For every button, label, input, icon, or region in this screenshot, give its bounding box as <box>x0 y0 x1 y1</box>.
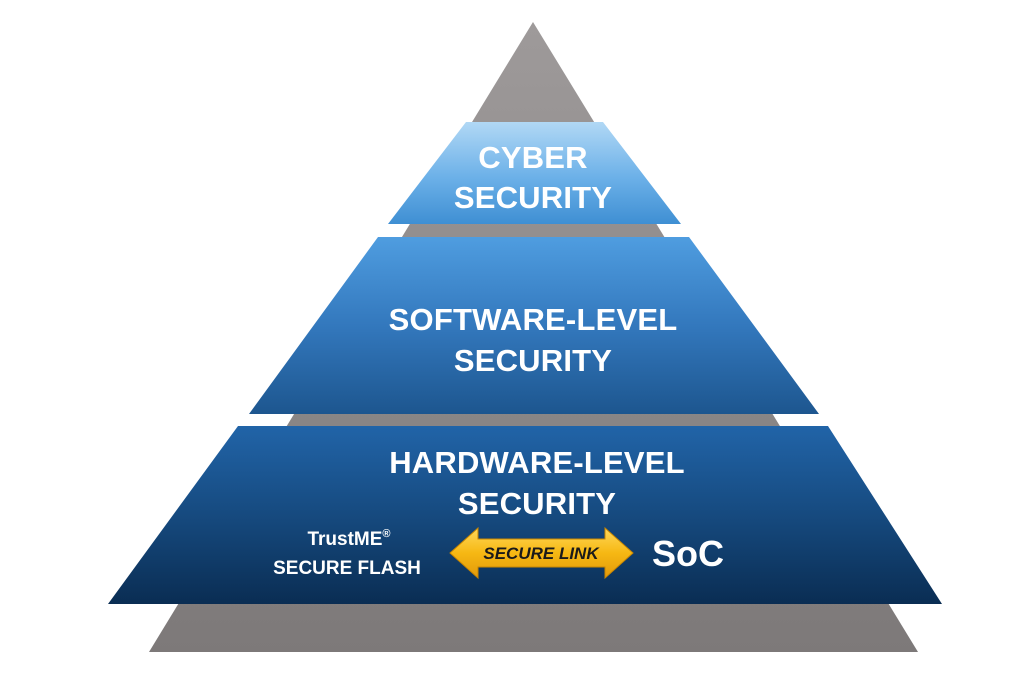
tier-software-title-line1: SOFTWARE-LEVEL <box>389 302 678 337</box>
registered-mark: ® <box>382 528 390 540</box>
trustme-flash-label-line2: SECURE FLASH <box>273 558 421 579</box>
soc-label: SoC <box>652 533 724 574</box>
secure-link-label: SECURE LINK <box>483 544 600 563</box>
tier-hardware-title-line1: HARDWARE-LEVEL <box>389 445 685 480</box>
tier-cyber-security <box>388 122 681 224</box>
tier-software-level-security <box>249 237 819 414</box>
tier-hardware-level-security <box>108 426 942 604</box>
tier-cyber-title-line2: SECURITY <box>454 180 612 215</box>
trustme-flash-label-line1: TrustME® <box>307 528 390 550</box>
tier-cyber-title-line1: CYBER <box>478 140 588 175</box>
tier-hardware-title-line2: SECURITY <box>458 486 616 521</box>
trustme-name: TrustME <box>307 529 382 550</box>
secure-link-arrow <box>449 526 634 580</box>
tier-software-title-line2: SECURITY <box>454 343 612 378</box>
